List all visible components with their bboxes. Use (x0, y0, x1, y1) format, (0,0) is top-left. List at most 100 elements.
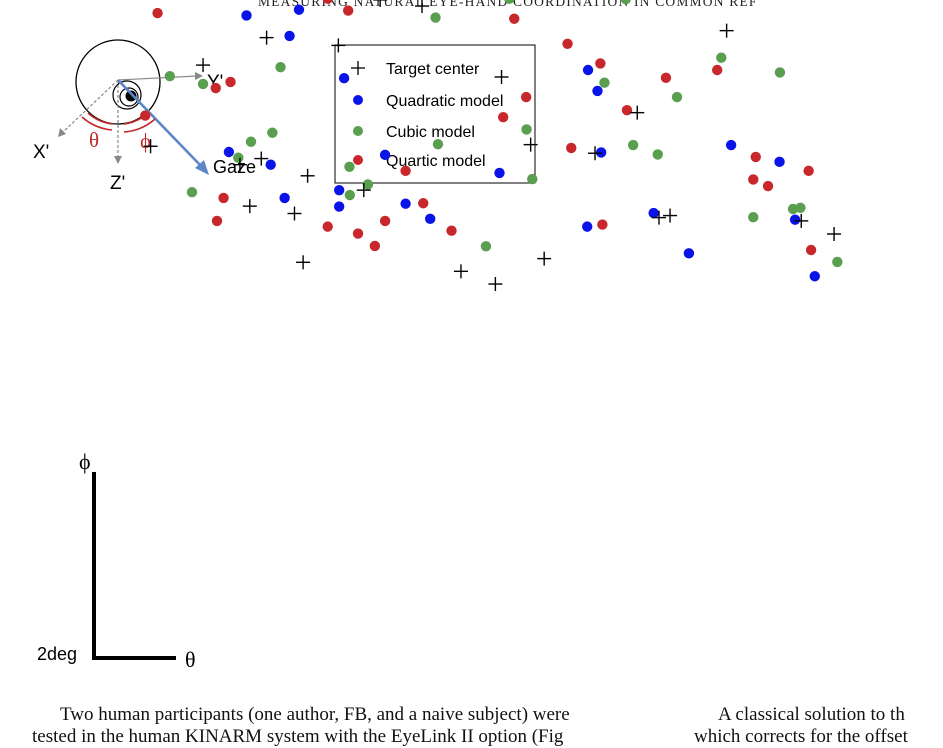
quartic-model-point (369, 240, 381, 252)
phi-arc (123, 118, 156, 133)
cubic-model-point (527, 173, 538, 185)
quartic-model-point (343, 5, 354, 16)
scale-bar: ϕ 2deg θ (37, 449, 196, 672)
legend-label-quartic: Quartic model (386, 153, 486, 170)
quartic-model-point (218, 192, 229, 204)
target-center-marker (373, 0, 388, 7)
quadratic-model-point (293, 4, 305, 15)
quartic-model-point (748, 174, 759, 185)
quadratic-model-point (774, 156, 785, 168)
cubic-model-point (233, 152, 244, 163)
target-center-marker (537, 251, 552, 266)
gaze-arrowhead (195, 160, 209, 175)
x-axis-label: X' (33, 142, 49, 163)
quartic-model-point (562, 38, 573, 49)
quadratic-model-point (338, 73, 350, 84)
quartic-model-point (595, 58, 606, 69)
theta-label: θ (89, 128, 99, 152)
x-axis-line (61, 79, 119, 134)
quadratic-model-point (333, 184, 345, 196)
target-center-marker (494, 69, 509, 84)
cubic-model-point (275, 61, 286, 73)
quartic-model-point (497, 111, 509, 123)
quartic-model-point (762, 180, 774, 192)
y-axis-line (117, 75, 198, 81)
cubic-model-point (521, 124, 532, 135)
quartic-model-point (621, 104, 633, 116)
quartic-model-point (140, 110, 151, 121)
body-text-right-line-1: A classical solution to th (718, 704, 905, 725)
quadratic-model-point (582, 64, 594, 76)
quadratic-model-point (648, 207, 659, 219)
scale-bar-theta-label: θ (185, 647, 196, 672)
cubic-model-point (620, 0, 631, 5)
target-center-marker (259, 30, 274, 45)
cubic-model-point (832, 256, 843, 268)
target-center-marker (331, 38, 346, 53)
pupil-ring (119, 87, 139, 107)
z-axis-label: Z' (110, 173, 125, 194)
legend-quartic-dot (353, 155, 363, 165)
quadratic-model-point (223, 146, 235, 158)
target-center-marker (523, 137, 538, 152)
cubic-model-point (599, 77, 610, 88)
z-axis-arrowhead (114, 156, 122, 164)
quadratic-model-point (400, 198, 411, 209)
quadratic-model-point (425, 213, 436, 225)
target-center-marker (254, 151, 269, 166)
quadratic-model-point (725, 139, 737, 151)
theta-arc (81, 116, 113, 131)
legend-label-cubic: Cubic model (386, 124, 475, 141)
cubic-model-point (432, 139, 444, 150)
quartic-model-point (520, 91, 532, 103)
body-text-left-line-2: tested in the human KINARM system with t… (32, 726, 564, 747)
quadratic-model-point (592, 85, 603, 97)
y-axis-arrowhead (195, 72, 203, 80)
scatter-marks (140, 0, 843, 292)
cubic-model-point (480, 241, 492, 252)
eye-coordinate-diagram: Y' X' Z' θ ϕ Gaze (33, 39, 256, 194)
cubic-model-point (671, 91, 683, 103)
cubic-model-point (748, 212, 759, 223)
body-text-left-line-1: Two human participants (one author, FB, … (60, 704, 570, 725)
cubic-model-point (197, 78, 209, 90)
legend-cubic-dot (353, 126, 363, 136)
x-axis-arrowhead (58, 128, 66, 137)
scale-bar-phi-label: ϕ (79, 449, 91, 474)
quartic-model-point (210, 82, 221, 94)
body-text-right-line-2: which corrects for the offset (694, 726, 908, 747)
scale-bar-length-label: 2deg (37, 644, 77, 664)
quartic-model-point (352, 228, 364, 239)
target-center-marker (296, 255, 311, 270)
quartic-model-point (509, 13, 520, 24)
legend-label-target: Target center (386, 61, 480, 78)
cubic-model-point (362, 179, 374, 190)
quadratic-model-point (595, 147, 607, 158)
quartic-model-point (446, 225, 457, 236)
target-center-marker (356, 183, 371, 198)
quartic-model-point (803, 165, 814, 177)
quartic-model-point (225, 76, 236, 88)
cubic-model-point (430, 12, 441, 23)
cubic-model-point (504, 0, 515, 4)
quadratic-model-point (789, 214, 801, 225)
phi-label: ϕ (140, 129, 151, 153)
pupil (125, 90, 137, 102)
quadratic-model-point (379, 149, 391, 161)
target-center-marker (196, 58, 211, 73)
quartic-model-point (597, 219, 608, 230)
target-center-marker (827, 227, 842, 242)
cubic-model-point (164, 70, 176, 82)
target-center-marker (143, 139, 158, 154)
target-center-marker (300, 168, 315, 183)
target-center-marker (630, 105, 645, 120)
target-center-marker (794, 213, 809, 228)
quartic-model-point (152, 7, 163, 19)
cubic-model-point (344, 161, 355, 172)
cubic-model-point (186, 186, 198, 198)
calibration-figure: Y' X' Z' θ ϕ Gaze Target center Quadrati… (33, 0, 843, 672)
quadratic-model-point (809, 271, 820, 282)
quartic-model-point (750, 151, 761, 163)
target-center-marker (415, 0, 429, 14)
target-center-marker (651, 210, 666, 225)
